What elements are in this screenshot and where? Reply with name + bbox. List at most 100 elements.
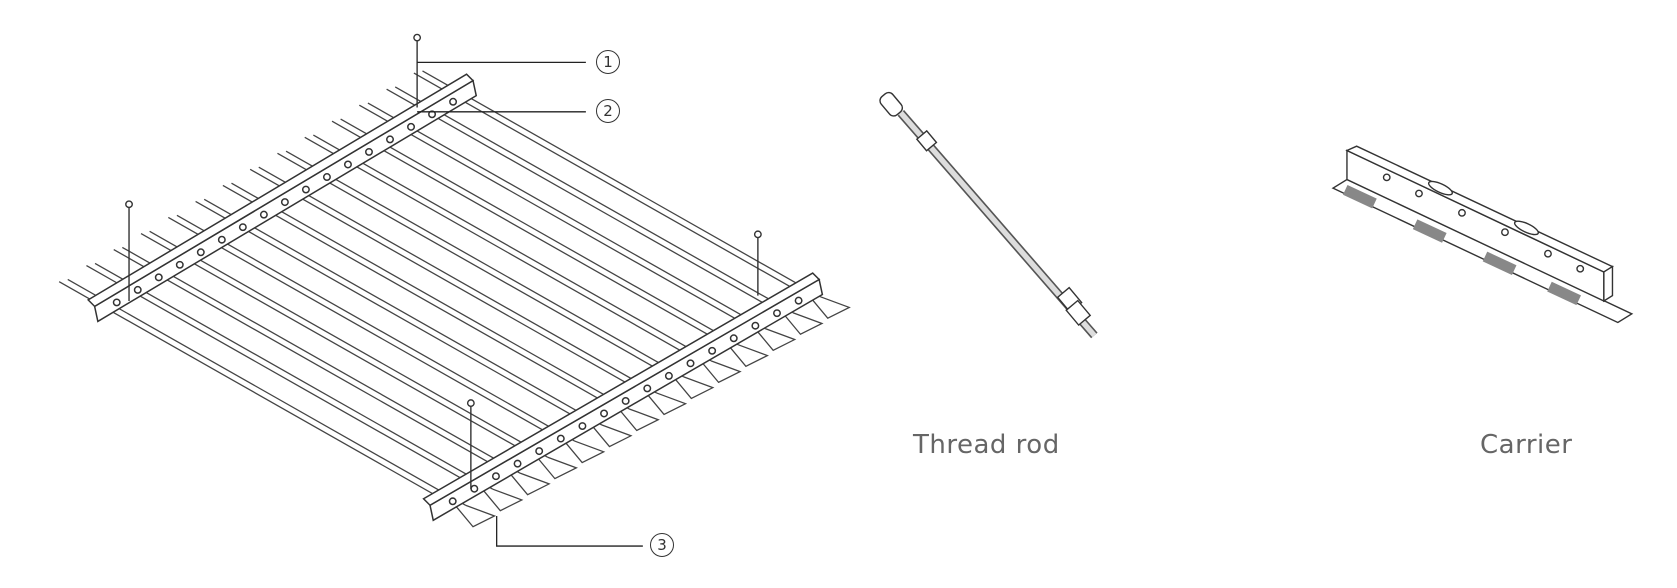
carrier-hole bbox=[428, 110, 437, 119]
carrier-hole bbox=[322, 173, 331, 181]
thread-rod-illustration bbox=[879, 91, 1098, 339]
carrier-hole bbox=[154, 273, 163, 282]
carrier-top bbox=[86, 73, 475, 308]
carrier-label: Carrier bbox=[1480, 430, 1573, 460]
slat-end bbox=[811, 296, 851, 319]
carrier-hole bbox=[448, 497, 457, 506]
carrier-hole bbox=[217, 235, 226, 244]
carrier-hole bbox=[407, 122, 416, 131]
carrier-hole bbox=[491, 472, 500, 481]
baffle-slat bbox=[304, 134, 742, 384]
slat-edge bbox=[304, 136, 703, 364]
baffle-slat bbox=[413, 70, 851, 319]
slat-end bbox=[647, 392, 688, 416]
baffle-slat bbox=[140, 230, 578, 480]
rod-top bbox=[125, 200, 133, 209]
carriers bbox=[86, 73, 824, 522]
thread-rod bbox=[753, 230, 762, 296]
slat-edge bbox=[86, 265, 485, 492]
slat-edge bbox=[386, 88, 785, 316]
slat-edge bbox=[195, 200, 594, 428]
thread-rod-label: Thread rod bbox=[913, 430, 1060, 460]
slat-edge bbox=[122, 246, 521, 474]
slat-edge bbox=[94, 262, 494, 490]
slat-edge bbox=[340, 118, 739, 346]
carrier-hole bbox=[449, 97, 458, 106]
carrier-hole bbox=[556, 434, 565, 443]
callout-1: 1 bbox=[596, 50, 620, 74]
baffle-slats bbox=[58, 70, 851, 528]
rod-top bbox=[753, 230, 762, 239]
carrier-hole bbox=[664, 371, 673, 380]
rod-top bbox=[466, 399, 475, 408]
callout-3: 3 bbox=[650, 533, 674, 557]
carrier-rail bbox=[86, 73, 478, 323]
baffle-slat bbox=[195, 198, 633, 448]
slat-edge bbox=[413, 72, 812, 300]
slat-end bbox=[538, 456, 578, 480]
slat-edge bbox=[313, 134, 712, 362]
carrier-rail bbox=[422, 272, 824, 522]
baffle-slat bbox=[331, 118, 770, 368]
carrier-hole bbox=[751, 321, 760, 330]
baffle-slat bbox=[386, 86, 824, 336]
slat-end bbox=[729, 344, 770, 368]
baffle-slat bbox=[277, 150, 715, 400]
carrier-hole bbox=[794, 296, 803, 305]
carrier-hole bbox=[513, 459, 522, 468]
thread-rod bbox=[466, 399, 475, 490]
thread-rods bbox=[125, 33, 762, 490]
carrier-hole bbox=[280, 198, 289, 207]
slat-edge bbox=[277, 152, 676, 380]
baffle-slat bbox=[167, 214, 606, 464]
slat-edge bbox=[231, 182, 630, 410]
carrier-hole bbox=[621, 396, 630, 405]
carrier-hole bbox=[238, 223, 247, 232]
rod-top bbox=[413, 33, 422, 42]
slat-edge bbox=[167, 216, 567, 444]
callout-2: 2 bbox=[596, 99, 620, 123]
callout-leaders bbox=[417, 61, 643, 547]
baffle-slat bbox=[86, 262, 524, 512]
slat-edge bbox=[359, 104, 758, 332]
carrier-hole bbox=[112, 298, 121, 307]
slat-end bbox=[483, 488, 524, 512]
carrier-hole bbox=[686, 359, 695, 368]
slat-edge bbox=[422, 70, 821, 298]
carrier-hole bbox=[343, 160, 352, 169]
slat-end bbox=[565, 440, 606, 464]
slat-end bbox=[756, 328, 797, 352]
carrier-top bbox=[422, 272, 821, 507]
carrier-illustration bbox=[1331, 145, 1634, 324]
carrier-hole bbox=[133, 285, 142, 294]
slat-end bbox=[783, 312, 824, 336]
baffle-slat bbox=[249, 166, 688, 416]
slat-end bbox=[456, 504, 497, 528]
baffle-slat bbox=[222, 182, 660, 432]
slat-edge bbox=[113, 248, 512, 476]
slat-edge bbox=[367, 102, 766, 330]
slat-edge bbox=[58, 281, 458, 508]
slat-edge bbox=[140, 232, 540, 460]
baffle-slat bbox=[113, 246, 551, 496]
carrier-hole bbox=[196, 248, 205, 257]
slat-edge bbox=[176, 214, 575, 442]
thread-rod bbox=[125, 200, 133, 301]
carrier-hole bbox=[175, 260, 184, 269]
slat-edge bbox=[203, 198, 603, 426]
baffle-slat bbox=[359, 102, 797, 352]
slat-end bbox=[620, 408, 660, 432]
carrier-hole bbox=[259, 210, 268, 219]
slat-edge bbox=[285, 150, 685, 378]
slat-edge bbox=[67, 278, 466, 506]
carrier-hole bbox=[708, 346, 717, 355]
baffle-slat bbox=[58, 278, 497, 528]
slat-edge bbox=[331, 120, 731, 348]
carrier-hole bbox=[301, 185, 310, 194]
thread-rod bbox=[413, 33, 422, 108]
slat-edge bbox=[394, 86, 794, 314]
slat-end bbox=[510, 472, 551, 496]
carrier-hole bbox=[600, 409, 609, 418]
slat-end bbox=[674, 376, 715, 400]
